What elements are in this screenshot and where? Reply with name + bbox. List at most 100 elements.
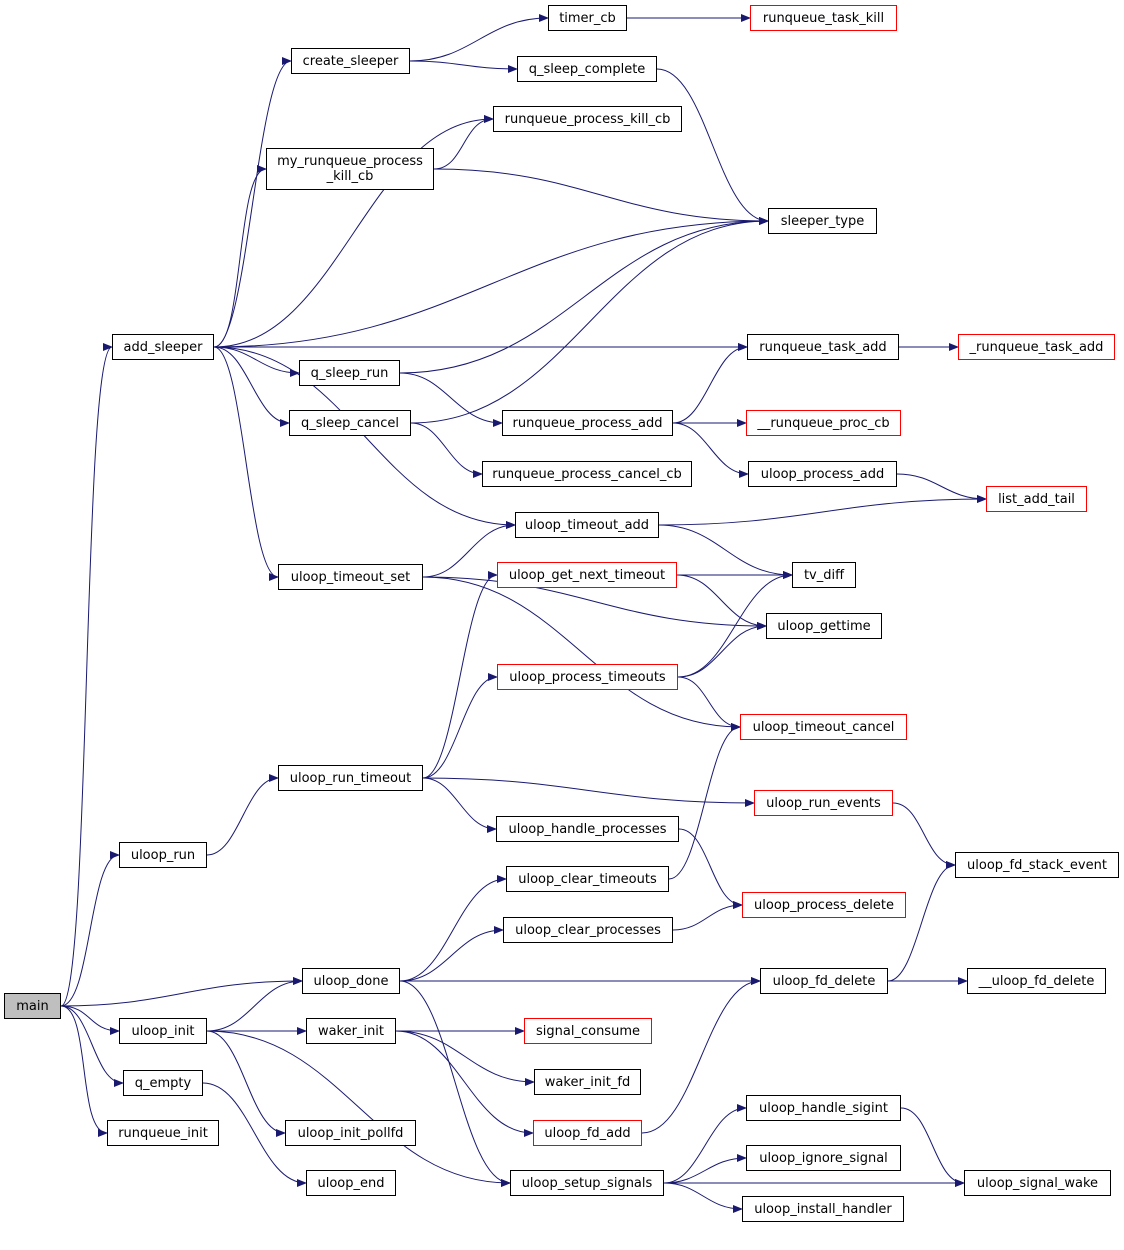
edge-uloop-setup-signals-to-uloop-handle-sigint xyxy=(663,1104,747,1184)
edge-uloop-done-to-uloop-setup-signals xyxy=(399,980,511,1187)
node-uloop-init[interactable]: uloop_init xyxy=(119,1018,207,1044)
node-add-sleeper[interactable]: add_sleeper xyxy=(112,334,214,360)
edge-uloop-setup-signals-to-uloop-ignore-signal xyxy=(663,1154,747,1184)
node-waker-init[interactable]: waker_init xyxy=(306,1018,396,1044)
edge-q-empty-to-uloop-end xyxy=(202,1082,307,1187)
edge-q-sleep-run-to-sleeper-type xyxy=(399,217,769,374)
node-q-empty[interactable]: q_empty xyxy=(123,1070,203,1096)
edge-my-runqueue-process-kill-cb-to-runqueue-process-kill-cb xyxy=(433,115,494,170)
node-uloop-handle-processes[interactable]: uloop_handle_processes xyxy=(496,816,679,842)
edge-uloop-setup-signals-to-uloop-install-handler xyxy=(663,1182,743,1213)
node-runqueue-process-add[interactable]: runqueue_process_add xyxy=(502,410,673,436)
edge-my-runqueue-process-kill-cb-to-sleeper-type xyxy=(433,168,769,225)
edge-uloop-run-timeout-to-uloop-process-timeouts xyxy=(422,673,498,779)
node-uloop-done[interactable]: uloop_done xyxy=(302,968,400,994)
edge-add-sleeper-to-uloop-timeout-add xyxy=(213,346,516,529)
edge-uloop-done-to-uloop-clear-processes xyxy=(399,926,504,982)
node-uloop-gettime[interactable]: uloop_gettime xyxy=(766,613,882,639)
edge-main-to-add-sleeper xyxy=(60,343,113,1007)
node-sleeper-type[interactable]: sleeper_type xyxy=(768,208,877,234)
node-runqueue-proc-cb[interactable]: __runqueue_proc_cb xyxy=(746,410,901,436)
edge-add-sleeper-to-create-sleeper xyxy=(213,57,292,348)
edge-uloop-fd-add-to-uloop-fd-delete xyxy=(641,977,761,1134)
edge-q-sleep-cancel-to-runqueue-process-cancel-cb xyxy=(410,422,483,478)
edge-runqueue-process-add-to-uloop-process-add xyxy=(672,422,749,478)
edge-uloop-fd-delete-to-uloop-fd-stack-event xyxy=(887,861,956,982)
edge-uloop-timeout-set-to-uloop-gettime xyxy=(422,576,767,630)
node-uloop-timeout-cancel[interactable]: uloop_timeout_cancel xyxy=(740,714,907,740)
node-uloop-process-delete[interactable]: uloop_process_delete xyxy=(742,892,906,918)
edge-waker-init-to-waker-init-fd xyxy=(395,1030,535,1086)
edge-uloop-timeout-set-to-uloop-timeout-add xyxy=(422,521,516,578)
edge-add-sleeper-to-q-sleep-cancel xyxy=(213,346,290,427)
node-runqueue-task-add[interactable]: _runqueue_task_add xyxy=(958,334,1115,360)
node-timer-cb[interactable]: timer_cb xyxy=(548,5,627,31)
edge-waker-init-to-uloop-fd-add xyxy=(395,1030,534,1137)
edge-add-sleeper-to-runqueue-process-kill-cb xyxy=(213,115,494,348)
edges-layer xyxy=(60,14,987,1213)
edge-main-to-runqueue-init xyxy=(60,1005,108,1137)
edge-add-sleeper-to-uloop-timeout-set xyxy=(213,346,279,581)
edge-uloop-clear-processes-to-uloop-process-delete xyxy=(672,901,743,931)
edge-uloop-get-next-timeout-to-uloop-gettime xyxy=(676,574,767,630)
edge-uloop-init-to-uloop-setup-signals xyxy=(206,1030,511,1187)
node-uloop-fd-add[interactable]: uloop_fd_add xyxy=(533,1120,642,1146)
node-uloop-timeout-add[interactable]: uloop_timeout_add xyxy=(515,512,659,538)
node-uloop-run-events[interactable]: uloop_run_events xyxy=(754,790,893,816)
node-q-sleep-complete[interactable]: q_sleep_complete xyxy=(517,56,657,82)
edge-main-to-uloop-init xyxy=(60,1005,120,1035)
node-my-runqueue-process-kill-cb[interactable]: my_runqueue_process _kill_cb xyxy=(266,148,434,190)
node-uloop-clear-timeouts[interactable]: uloop_clear_timeouts xyxy=(506,866,669,892)
edge-q-sleep-complete-to-sleeper-type xyxy=(656,68,769,225)
node-signal-consume[interactable]: signal_consume xyxy=(524,1018,652,1044)
edge-uloop-timeout-set-to-uloop-timeout-cancel xyxy=(422,576,741,731)
edge-create-sleeper-to-timer-cb xyxy=(409,14,549,62)
node-uloop-timeout-set[interactable]: uloop_timeout_set xyxy=(278,564,423,590)
node-list-add-tail[interactable]: list_add_tail xyxy=(986,486,1087,512)
node-q-sleep-cancel[interactable]: q_sleep_cancel xyxy=(289,410,411,436)
node-uloop-fd-delete[interactable]: uloop_fd_delete xyxy=(760,968,888,994)
edge-uloop-process-timeouts-to-uloop-gettime xyxy=(677,622,767,678)
node-uloop-run-timeout[interactable]: uloop_run_timeout xyxy=(278,765,423,791)
node-uloop-clear-processes[interactable]: uloop_clear_processes xyxy=(503,917,673,943)
edge-uloop-init-to-uloop-init-pollfd xyxy=(206,1030,286,1137)
node-runqueue-process-cancel-cb[interactable]: runqueue_process_cancel_cb xyxy=(482,461,692,487)
edge-uloop-handle-processes-to-uloop-process-delete xyxy=(678,828,743,909)
node-waker-init-fd[interactable]: waker_init_fd xyxy=(534,1069,641,1095)
edge-uloop-run-to-uloop-run-timeout xyxy=(206,774,279,856)
edge-uloop-timeout-add-to-list-add-tail xyxy=(658,495,987,526)
node-uloop-ignore-signal[interactable]: uloop_ignore_signal xyxy=(746,1145,901,1171)
edge-uloop-process-timeouts-to-tv-diff xyxy=(677,571,793,678)
node-main: main xyxy=(4,993,61,1019)
node-q-sleep-run[interactable]: q_sleep_run xyxy=(299,360,400,386)
edge-add-sleeper-to-sleeper-type xyxy=(213,217,769,348)
edge-add-sleeper-to-my-runqueue-process-kill-cb xyxy=(213,165,267,348)
node-uloop-setup-signals[interactable]: uloop_setup_signals xyxy=(510,1170,664,1196)
node-uloop-signal-wake[interactable]: uloop_signal_wake xyxy=(964,1170,1111,1196)
node-uloop-process-add[interactable]: uloop_process_add xyxy=(748,461,897,487)
node-runqueue-task-add[interactable]: runqueue_task_add xyxy=(747,334,899,360)
node-uloop-process-timeouts[interactable]: uloop_process_timeouts xyxy=(497,664,678,690)
node-uloop-fd-delete[interactable]: __uloop_fd_delete xyxy=(967,968,1106,994)
edge-q-sleep-cancel-to-sleeper-type xyxy=(410,217,769,424)
edge-uloop-run-timeout-to-uloop-handle-processes xyxy=(422,777,497,833)
node-uloop-init-pollfd[interactable]: uloop_init_pollfd xyxy=(285,1120,416,1146)
node-runqueue-process-kill-cb[interactable]: runqueue_process_kill_cb xyxy=(493,106,682,132)
node-uloop-get-next-timeout[interactable]: uloop_get_next_timeout xyxy=(497,562,677,588)
node-create-sleeper[interactable]: create_sleeper xyxy=(291,48,410,74)
edge-uloop-done-to-uloop-clear-timeouts xyxy=(399,875,507,982)
node-uloop-fd-stack-event[interactable]: uloop_fd_stack_event xyxy=(955,852,1119,878)
node-uloop-install-handler[interactable]: uloop_install_handler xyxy=(742,1196,904,1222)
node-uloop-handle-sigint[interactable]: uloop_handle_sigint xyxy=(746,1095,901,1121)
edge-create-sleeper-to-q-sleep-complete xyxy=(409,60,518,73)
edge-uloop-run-events-to-uloop-fd-stack-event xyxy=(892,802,956,869)
node-runqueue-task-kill[interactable]: runqueue_task_kill xyxy=(750,5,897,31)
edge-uloop-process-add-to-list-add-tail xyxy=(896,473,987,503)
node-uloop-run[interactable]: uloop_run xyxy=(119,842,207,868)
edge-main-to-q-empty xyxy=(60,1005,124,1087)
node-tv-diff[interactable]: tv_diff xyxy=(792,562,856,588)
node-uloop-end[interactable]: uloop_end xyxy=(306,1170,396,1196)
node-runqueue-init[interactable]: runqueue_init xyxy=(107,1120,219,1146)
edge-uloop-init-to-uloop-done xyxy=(206,977,303,1032)
